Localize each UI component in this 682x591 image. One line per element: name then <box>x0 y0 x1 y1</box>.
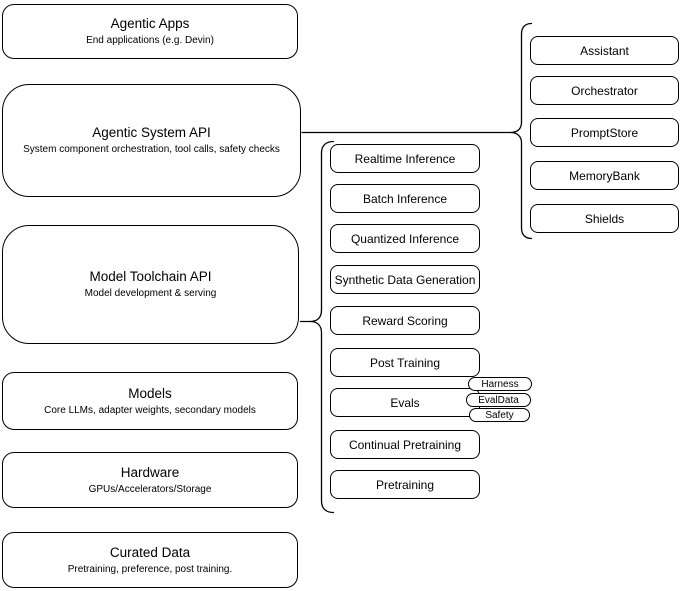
toolchain-item-pretraining: Pretraining <box>330 470 480 499</box>
layer-subtitle: Pretraining, preference, post training. <box>67 563 233 575</box>
toolchain-item-quantized-inference: Quantized Inference <box>330 224 480 253</box>
layer-title: Models <box>128 385 172 401</box>
toolchain-item-realtime-inference: Realtime Inference <box>330 144 480 173</box>
layer-subtitle: Core LLMs, adapter weights, secondary mo… <box>44 404 256 416</box>
layer-box-model-toolchain-api: Model Toolchain API Model development & … <box>2 225 299 344</box>
component-shields: Shields <box>530 204 679 233</box>
layer-title: Hardware <box>120 464 180 480</box>
layer-subtitle: Model development & serving <box>84 288 217 299</box>
eval-tag-evaldata: EvalData <box>466 393 531 407</box>
eval-tag-harness: Harness <box>468 377 532 391</box>
toolchain-item-reward-scoring: Reward Scoring <box>330 306 480 335</box>
component-assistant: Assistant <box>530 36 679 65</box>
component-memorybank: MemoryBank <box>530 161 679 190</box>
layer-box-hardware: Hardware GPUs/Accelerators/Storage <box>2 452 298 508</box>
toolchain-item-post-training: Post Training <box>330 348 480 377</box>
toolchain-item-evals: Evals <box>330 388 480 417</box>
toolchain-item-batch-inference: Batch Inference <box>330 184 480 213</box>
component-promptstore: PromptStore <box>530 118 679 147</box>
layer-box-agentic-system-api: Agentic System API System component orch… <box>2 84 301 197</box>
layer-subtitle: GPUs/Accelerators/Storage <box>88 483 212 495</box>
eval-tag-safety: Safety <box>469 408 530 422</box>
layer-title: Curated Data <box>109 544 191 560</box>
toolchain-item-synthetic-data-generation: Synthetic Data Generation <box>330 265 480 294</box>
components-brace <box>510 22 533 240</box>
layer-box-curated-data: Curated Data Pretraining, preference, po… <box>2 532 298 588</box>
layer-subtitle: System component orchestration, tool cal… <box>23 144 280 155</box>
component-orchestrator: Orchestrator <box>530 76 679 105</box>
layer-title: Agentic Apps <box>110 16 190 31</box>
layer-title: Agentic System API <box>92 125 211 140</box>
layer-subtitle: End applications (e.g. Devin) <box>86 35 214 46</box>
layer-title: Model Toolchain API <box>89 269 212 284</box>
layer-box-agentic-apps: Agentic Apps End applications (e.g. Devi… <box>2 4 298 59</box>
layer-box-models: Models Core LLMs, adapter weights, secon… <box>2 372 298 430</box>
toolchain-item-continual-pretraining: Continual Pretraining <box>330 430 480 459</box>
